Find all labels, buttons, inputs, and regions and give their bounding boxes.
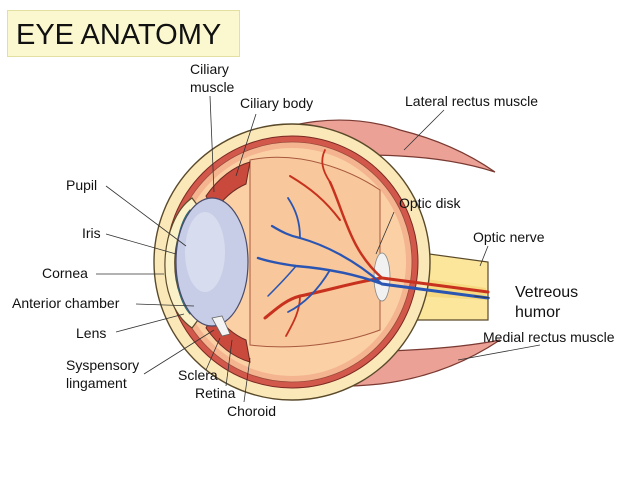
cutaway-edge	[249, 156, 381, 348]
arteries	[263, 149, 490, 337]
label-vetreous-humor-line2: humor	[515, 304, 561, 321]
label-lateral-rectus: Lateral rectus muscle	[405, 93, 538, 109]
page-title: EYE ANATOMY	[16, 19, 222, 51]
title-box: EYE ANATOMY	[7, 10, 240, 57]
label-ciliary-body: Ciliary body	[240, 95, 313, 111]
veins	[256, 197, 490, 313]
label-suspensory-line2: lingament	[66, 375, 127, 391]
label-lens: Lens	[76, 325, 106, 341]
label-ciliary-muscle-line2: muscle	[190, 79, 235, 95]
label-pupil: Pupil	[66, 177, 97, 193]
label-retina: Retina	[195, 385, 236, 401]
label-optic-nerve: Optic nerve	[473, 229, 545, 245]
label-optic-disk: Optic disk	[399, 195, 461, 211]
suspensory-ligament-shape	[211, 315, 231, 337]
lens-highlight	[185, 212, 225, 292]
leader-lines	[96, 95, 541, 403]
label-sclera: Sclera	[178, 367, 218, 383]
label-choroid: Choroid	[227, 403, 276, 419]
label-anterior-chamber: Anterior chamber	[12, 295, 120, 311]
label-cornea: Cornea	[42, 265, 88, 281]
label-medial-rectus: Medial rectus muscle	[483, 329, 615, 345]
label-vetreous-humor-line1: Vetreous	[515, 284, 578, 301]
label-iris: Iris	[82, 225, 101, 241]
label-ciliary-muscle-line1: Ciliary	[190, 61, 229, 77]
label-suspensory-line1: Syspensory	[66, 357, 139, 373]
